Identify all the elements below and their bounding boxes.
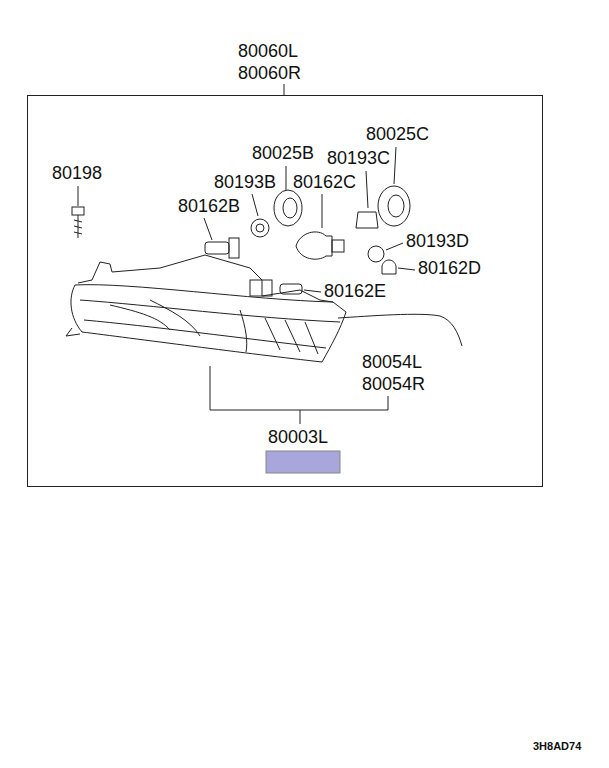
callout-number: 80054L bbox=[362, 352, 422, 372]
callout-number: 80054R bbox=[362, 374, 425, 394]
callout-number: 80025B bbox=[252, 143, 314, 163]
callout-number: 80003L bbox=[268, 427, 328, 447]
callout-number: 80198 bbox=[52, 163, 102, 183]
callout-number: 80162B bbox=[178, 196, 240, 216]
callout-number: 80162D bbox=[418, 258, 481, 278]
assembly-part-number: 80060R bbox=[238, 63, 301, 83]
callout-number: 80162E bbox=[324, 281, 386, 301]
callout-number: 80193C bbox=[327, 148, 390, 168]
assembly-part-number: 80060L bbox=[238, 41, 298, 61]
callout-number: 80193B bbox=[214, 172, 276, 192]
diagram-code: 3H8AD74 bbox=[533, 740, 581, 753]
callout-number: 80025C bbox=[366, 124, 429, 144]
callout-number: 80162C bbox=[293, 172, 356, 192]
callout-number: 80193D bbox=[406, 231, 469, 251]
